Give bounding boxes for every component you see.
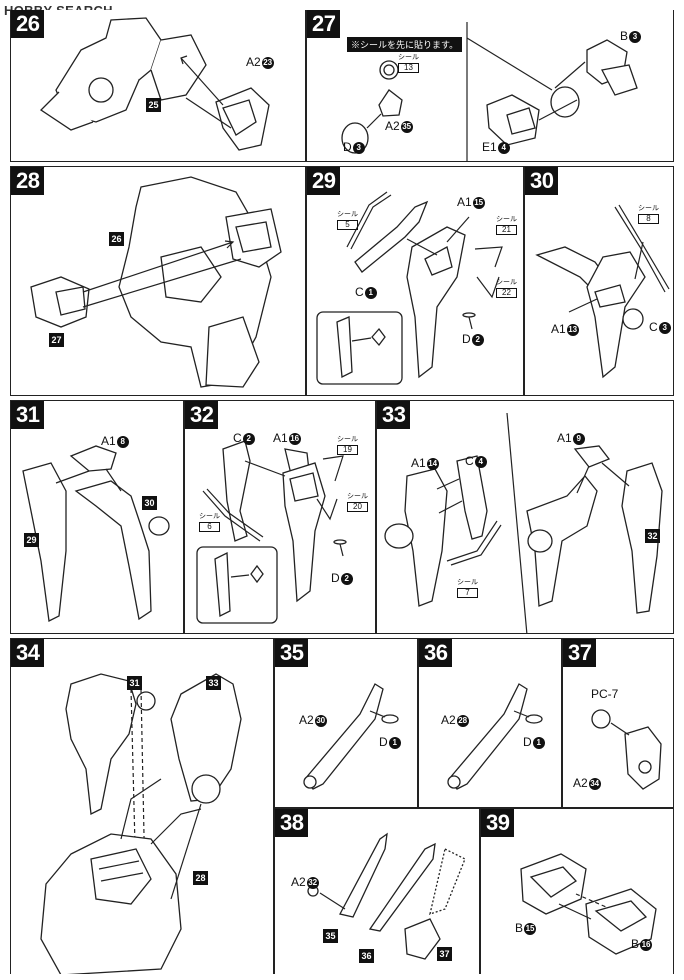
step-number: 28 <box>11 167 45 195</box>
step-36-illustration <box>447 683 543 790</box>
sub-assembly-badge: 31 <box>127 676 142 690</box>
sub-assembly-badge: 25 <box>146 98 161 112</box>
step-34-illustration <box>40 673 242 974</box>
step-number: 35 <box>275 639 309 667</box>
step-number: 32 <box>185 401 219 429</box>
sub-assembly-badge: 36 <box>359 949 374 963</box>
step-39-illustration <box>520 853 657 955</box>
step-number: 39 <box>481 809 515 837</box>
step-number: 36 <box>419 639 453 667</box>
note-apply-seal-first: ※シールを先に貼ります。 <box>347 37 463 52</box>
step-37-illustration <box>591 709 662 790</box>
step-34-panel: 34 31 33 28 <box>10 638 274 974</box>
part-label: PC-7 <box>591 687 619 701</box>
step-33-illustration <box>384 412 663 633</box>
step-27-illustration <box>341 22 638 161</box>
step-35-illustration <box>303 683 399 790</box>
step-30-illustration <box>535 204 670 379</box>
step-26-illustration <box>39 17 270 151</box>
sub-assembly-badge: 32 <box>645 529 660 543</box>
step-number: 31 <box>11 401 45 429</box>
sub-assembly-badge: 27 <box>49 333 64 347</box>
sub-assembly-badge: 30 <box>142 496 157 510</box>
sub-assembly-badge: 28 <box>193 871 208 885</box>
step-number: 29 <box>307 167 341 195</box>
step-number: 30 <box>525 167 559 195</box>
sub-assembly-badge: 35 <box>323 929 338 943</box>
step-28-illustration <box>30 176 282 388</box>
step-number: 26 <box>11 10 45 38</box>
step-29-illustration <box>316 191 503 385</box>
step-number: 38 <box>275 809 309 837</box>
sub-assembly-badge: 29 <box>24 533 39 547</box>
step-31-illustration <box>22 445 170 622</box>
step-28-panel: 28 26 27 <box>10 166 306 396</box>
step-32-illustration <box>196 440 347 624</box>
step-number: 37 <box>563 639 597 667</box>
sub-assembly-badge: 37 <box>437 947 452 961</box>
sub-assembly-badge: 33 <box>206 676 221 690</box>
sub-assembly-badge: 26 <box>109 232 124 246</box>
step-number: 33 <box>377 401 411 429</box>
step-38-illustration <box>307 832 466 960</box>
step-number: 27 <box>307 10 341 38</box>
step-number: 34 <box>11 639 45 667</box>
